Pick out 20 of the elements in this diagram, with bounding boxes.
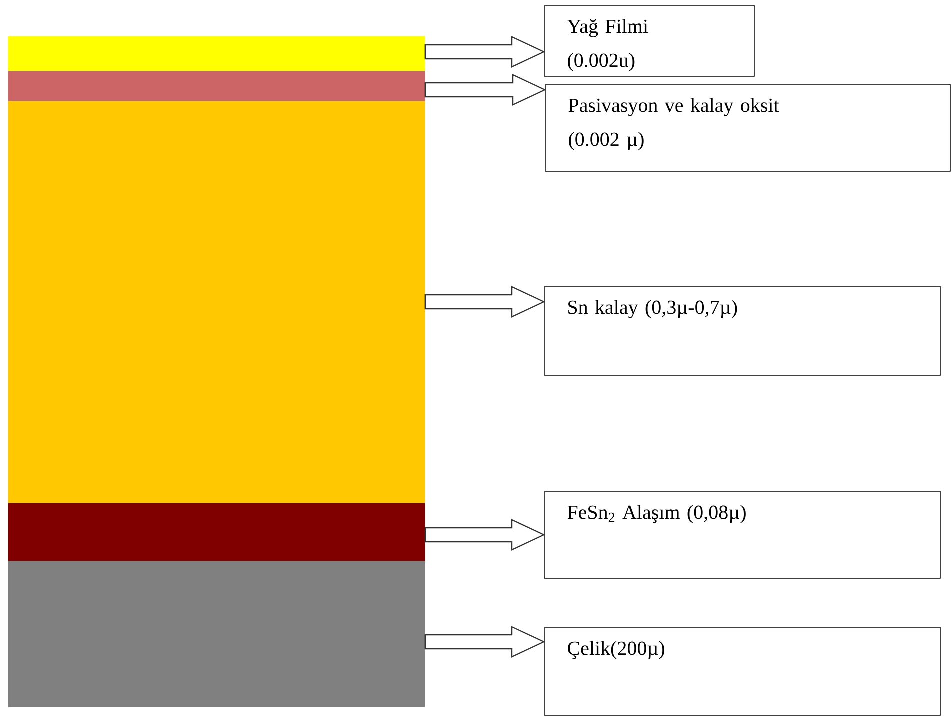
layer-band <box>8 101 426 504</box>
block-arrow <box>424 286 546 318</box>
label-box <box>545 84 952 172</box>
label-text: Sn kalay (0,3µ-0,7µ) <box>568 300 738 318</box>
block-arrow <box>424 74 546 106</box>
block-arrow <box>424 36 546 68</box>
label-text: FeSn$_{2}$ Alaşım (0,08µ) <box>568 505 746 524</box>
block-arrow <box>424 626 546 658</box>
label-box <box>544 627 942 716</box>
label-box <box>544 286 942 376</box>
label-text: Çelik(200µ) <box>568 641 665 660</box>
label-text: Yağ Filmi (0.002u) <box>567 19 648 72</box>
layer-band <box>8 503 426 562</box>
label-box <box>544 5 756 78</box>
label-box <box>544 491 942 580</box>
layer-band <box>8 36 426 72</box>
label-text: Pasivasyon ve kalay oksit (0.002 µ) <box>568 98 780 150</box>
block-arrow <box>424 519 546 551</box>
layer-band <box>8 561 426 708</box>
layer-band <box>8 71 426 102</box>
